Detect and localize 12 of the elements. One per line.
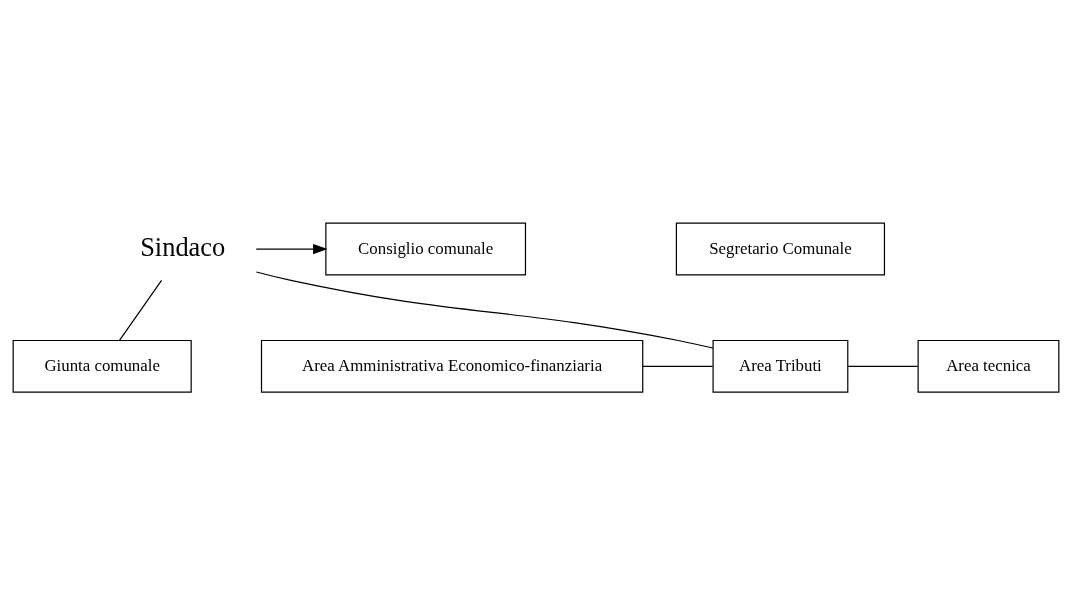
node-box: Consiglio comunale [325,222,527,276]
connector [642,365,714,367]
node-box: Area tecnica [917,339,1060,393]
node-box: Segretario Comunale [675,222,886,276]
connector [255,270,714,349]
node-box: Area Amministrativa Economico-finanziaria [260,339,644,393]
connector [119,279,163,341]
node-text: Sindaco [140,231,226,262]
node-box: Giunta comunale [12,339,192,393]
connector [847,365,919,367]
arrow [255,243,328,254]
node-box: Area Tributi [712,339,849,393]
